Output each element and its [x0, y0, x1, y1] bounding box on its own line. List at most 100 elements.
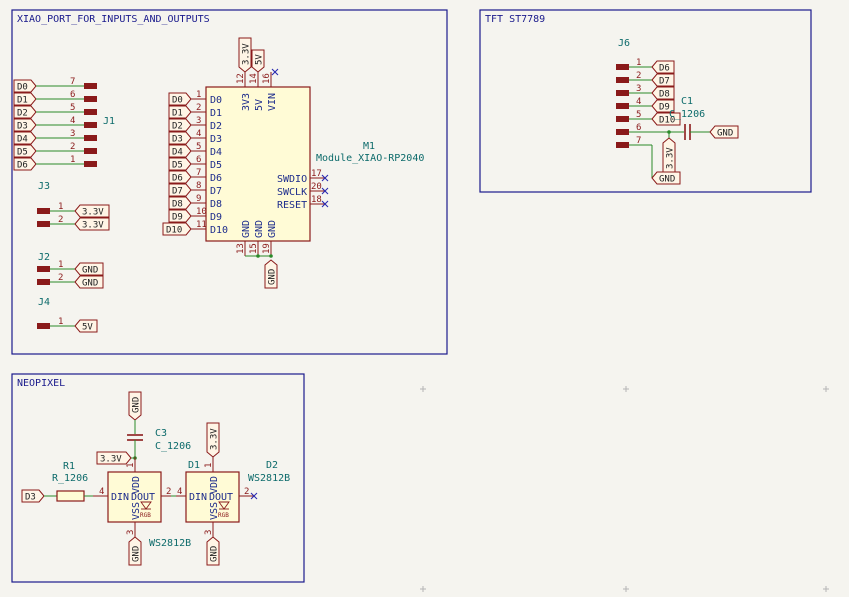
c3-gnd-net-label[interactable]: GND [128, 391, 142, 421]
m1-top-net-label[interactable]: 5V [251, 49, 265, 73]
j6-gnd-net-label[interactable]: GND [651, 171, 681, 185]
j1-pin-label-shape[interactable] [13, 92, 37, 106]
m1-left-net-label[interactable]: D2 [168, 118, 192, 132]
j6-net-label-shape[interactable] [651, 73, 675, 87]
j6-net-label[interactable]: D9 [651, 99, 675, 113]
j3-pin-pad[interactable] [37, 208, 50, 214]
m1-left-net-label-shape[interactable] [168, 196, 192, 210]
m1-left-net-label[interactable]: D0 [168, 92, 192, 106]
m1-gnd-net-label[interactable]: GND [264, 259, 278, 289]
m1-gnd-net-label-shape[interactable] [264, 259, 278, 289]
j6-net-label-shape[interactable] [651, 99, 675, 113]
j1-pin-pad[interactable] [84, 122, 97, 128]
m1-left-net-label[interactable]: D10 [162, 222, 192, 236]
j6-net-label[interactable]: D7 [651, 73, 675, 87]
m1-left-net-label[interactable]: D4 [168, 144, 192, 158]
c1-gnd-net-label[interactable]: GND [709, 125, 739, 139]
m1-left-net-label-shape[interactable] [168, 92, 192, 106]
j2-net-label[interactable]: GND [74, 262, 104, 276]
j6-net-label[interactable]: D8 [651, 86, 675, 100]
capacitor-c1[interactable]: GND [667, 124, 739, 140]
j6-pin-pad[interactable] [616, 90, 629, 96]
j1-pin-label[interactable]: D2 [13, 105, 37, 119]
j4-pin-pad[interactable] [37, 323, 50, 329]
j6-net-label-shape[interactable] [651, 60, 675, 74]
j1-pin-label[interactable]: D4 [13, 131, 37, 145]
j1-pin-pad[interactable] [84, 161, 97, 167]
j2-net-label[interactable]: GND [74, 275, 104, 289]
m1-left-net-label[interactable]: D7 [168, 183, 192, 197]
j3-net-label[interactable]: 3.3V [74, 217, 110, 231]
m1-left-net-label-shape[interactable] [168, 170, 192, 184]
m1-top-net-label-shape[interactable] [251, 49, 265, 73]
j2-net-label-shape[interactable] [74, 262, 104, 276]
m1-left-net-label[interactable]: D3 [168, 131, 192, 145]
m1-left-net-label-shape[interactable] [168, 144, 192, 158]
r1-body[interactable] [56, 490, 85, 502]
j1-pin-label-shape[interactable] [13, 157, 37, 171]
c3-3v3-net-label[interactable]: 3.3V [96, 451, 132, 465]
j6-net-label-shape[interactable] [651, 112, 681, 126]
m1-left-net-label[interactable]: D6 [168, 170, 192, 184]
j1-pin-label[interactable]: D1 [13, 92, 37, 106]
j6-pin-pad[interactable] [616, 103, 629, 109]
j6-3v3-net-label[interactable]: 3.3V [662, 137, 676, 173]
d2-gnd-net-label[interactable]: GND [206, 536, 220, 566]
j3-pin-pad[interactable] [37, 221, 50, 227]
j1-pin-label[interactable]: D3 [13, 118, 37, 132]
j1-pin-pad[interactable] [84, 135, 97, 141]
j6-gnd-net-label-shape[interactable] [651, 171, 681, 185]
j1-pin-pad[interactable] [84, 83, 97, 89]
j6-net-label-shape[interactable] [651, 86, 675, 100]
c3-gnd-net-label-shape[interactable] [128, 391, 142, 421]
j6-pin-pad[interactable] [616, 77, 629, 83]
m1-left-net-label-shape[interactable] [162, 222, 192, 236]
j3-net-label[interactable]: 3.3V [74, 204, 110, 218]
m1-top-net-label[interactable]: 3.3V [238, 37, 252, 73]
m1-left-net-label[interactable]: D9 [168, 209, 192, 223]
j4-net-label[interactable]: 5V [74, 319, 98, 333]
c3-3v3-net-label-shape[interactable] [96, 451, 132, 465]
j2-pin-pad[interactable] [37, 266, 50, 272]
j2-pin-pad[interactable] [37, 279, 50, 285]
m1-left-net-label-shape[interactable] [168, 105, 192, 119]
m1-left-net-label-shape[interactable] [168, 131, 192, 145]
c1-gnd-net-label-shape[interactable] [709, 125, 739, 139]
j6-pin-pad[interactable] [616, 129, 629, 135]
m1-left-net-label-shape[interactable] [168, 118, 192, 132]
j1-pin-label[interactable]: D6 [13, 157, 37, 171]
connector-j4[interactable]: 15V [37, 317, 98, 333]
j1-pin-pad[interactable] [84, 96, 97, 102]
j4-net-label-shape[interactable] [74, 319, 98, 333]
j6-pin-pad[interactable] [616, 142, 629, 148]
d2-vdd-net-label-shape[interactable] [206, 422, 220, 458]
d2-vdd-net-label[interactable]: 3.3V [206, 422, 220, 458]
j6-pin-pad[interactable] [616, 64, 629, 70]
m1-left-net-label[interactable]: D8 [168, 196, 192, 210]
m1-left-net-label[interactable]: D5 [168, 157, 192, 171]
j1-pin-label-shape[interactable] [13, 105, 37, 119]
r1-input-net-label-shape[interactable] [21, 489, 45, 503]
j6-pin-pad[interactable] [616, 116, 629, 122]
j1-pin-label[interactable]: D0 [13, 79, 37, 93]
j1-pin-label-shape[interactable] [13, 79, 37, 93]
r1-input-net-label[interactable]: D3 [21, 489, 45, 503]
d1-gnd-net-label-shape[interactable] [128, 536, 142, 566]
j3-net-label-shape[interactable] [74, 204, 110, 218]
j1-pin-pad[interactable] [84, 109, 97, 115]
j1-pin-label-shape[interactable] [13, 144, 37, 158]
j6-net-label[interactable]: D10 [651, 112, 681, 126]
j1-pin-pad[interactable] [84, 148, 97, 154]
j1-pin-label-shape[interactable] [13, 131, 37, 145]
m1-left-net-label[interactable]: D1 [168, 105, 192, 119]
j1-pin-label-shape[interactable] [13, 118, 37, 132]
m1-left-net-label-shape[interactable] [168, 209, 192, 223]
d2-body[interactable] [185, 471, 240, 523]
j3-net-label-shape[interactable] [74, 217, 110, 231]
m1-left-net-label-shape[interactable] [168, 157, 192, 171]
